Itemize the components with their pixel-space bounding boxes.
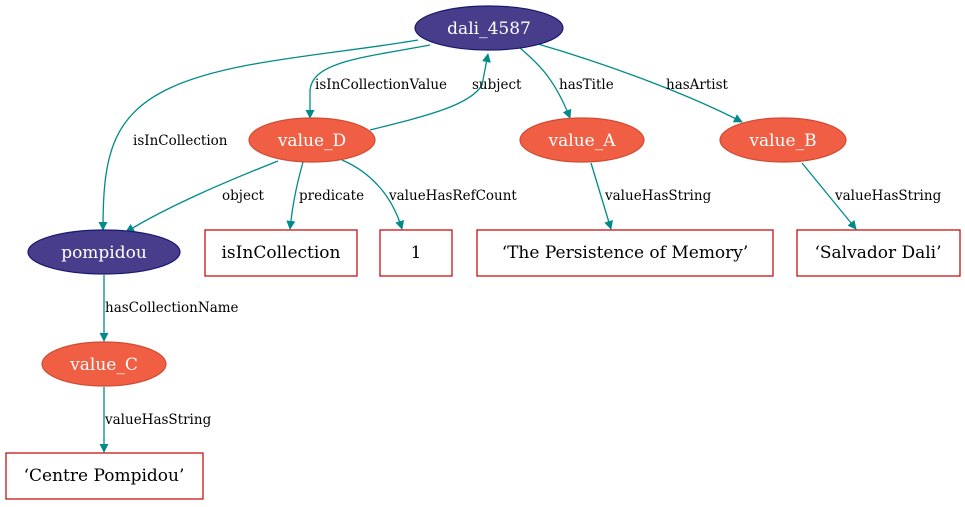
nodes: dali_4587 value_D value_A value_B pompid…: [5, 5, 961, 500]
node-value-c[interactable]: value_C: [41, 341, 167, 387]
edge-valueB-valueHasString-artist: [801, 162, 857, 230]
edge-valueD-valueHasRefCount-1: [341, 159, 405, 230]
edge-dali-hasArtist-valueB: [537, 43, 743, 123]
node-label-value-c: value_C: [69, 355, 138, 375]
edge-label-subject: subject: [472, 77, 522, 93]
node-value-b[interactable]: value_B: [719, 117, 847, 163]
literal-label-title: ‘The Persistence of Memory’: [502, 243, 749, 263]
node-dali-4587[interactable]: dali_4587: [414, 5, 564, 51]
node-label-value-a: value_A: [548, 131, 617, 151]
node-label-dali-4587: dali_4587: [447, 19, 531, 39]
edge-label-predicate: predicate: [299, 188, 364, 204]
edge-valueA-valueHasString-title: [590, 162, 613, 230]
literal-artist[interactable]: ‘Salvador Dali’: [796, 229, 961, 277]
edge-label-isInCollection: isInCollection: [133, 133, 228, 149]
edge-label-valueHasRefCount: valueHasRefCount: [388, 188, 517, 204]
edge-label-valueHasString-B: valueHasString: [834, 188, 942, 204]
node-pompidou[interactable]: pompidou: [27, 229, 181, 275]
edge-label-valueHasString-C: valueHasString: [104, 412, 212, 428]
edge-dali-isInCollection-pompidou: [98, 39, 419, 231]
edge-label-hasArtist: hasArtist: [666, 77, 729, 93]
edge-valueD-subject-dali: [369, 53, 491, 131]
node-label-pompidou: pompidou: [61, 243, 147, 263]
node-label-value-b: value_B: [748, 131, 816, 151]
edge-valueD-predicate-isInCollection: [286, 161, 304, 230]
edge-dali-isInCollectionValue-valueD: [305, 44, 431, 119]
edge-label-hasTitle: hasTitle: [559, 77, 614, 93]
node-value-a[interactable]: value_A: [519, 117, 645, 163]
literal-refcount[interactable]: 1: [379, 229, 453, 277]
edge-valueD-object-pompidou: [125, 160, 279, 233]
edge-label-isInCollectionValue: isInCollectionValue: [315, 77, 447, 93]
edges: isInCollection isInCollectionValue subje…: [98, 39, 942, 453]
edge-label-object: object: [222, 188, 265, 204]
literal-label-centre-pompidou: ‘Centre Pompidou’: [24, 466, 185, 486]
literal-isInCollection[interactable]: isInCollection: [204, 229, 358, 277]
literal-centre-pompidou[interactable]: ‘Centre Pompidou’: [5, 452, 204, 500]
edge-label-valueHasString-A: valueHasString: [604, 188, 712, 204]
node-label-value-d: value_D: [277, 131, 346, 151]
literal-label-isInCollection: isInCollection: [222, 243, 341, 263]
edge-dali-hasTitle-valueA: [519, 47, 572, 119]
literal-label-artist: ‘Salvador Dali’: [814, 243, 941, 263]
edge-label-hasCollectionName: hasCollectionName: [105, 300, 239, 316]
literal-title[interactable]: ‘The Persistence of Memory’: [476, 229, 774, 277]
literal-label-refcount: 1: [411, 243, 422, 263]
node-value-d[interactable]: value_D: [248, 117, 376, 163]
